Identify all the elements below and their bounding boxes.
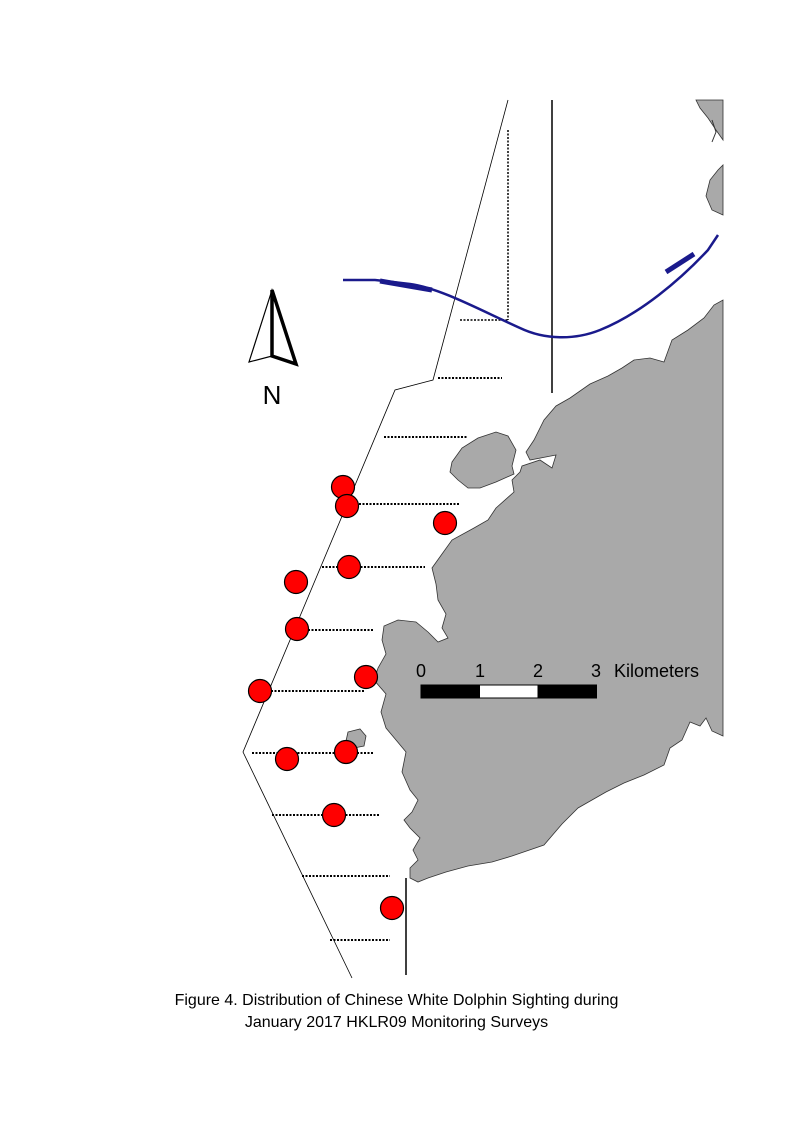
scale-tick-label: 0 [416,661,426,681]
land-peninsula [449,431,517,489]
sighting-marker [379,895,405,921]
land-mainland [373,299,724,883]
sighting-marker [334,493,360,519]
route-line-thick-1 [379,278,433,293]
land-north-east [695,99,724,142]
sighting-marker [333,739,359,765]
sighting-marker [321,802,347,828]
scale-segment [420,684,480,699]
north-arrow-shadow [270,289,299,367]
dolphin-sightings [247,474,458,921]
figure-caption-line1: Figure 4. Distribution of Chinese White … [174,992,619,1009]
figure-caption-line2: January 2017 HKLR09 Monitoring Surveys [244,1014,549,1031]
sighting-marker [247,678,273,704]
coast-fragment [711,119,717,143]
scale-bar: 0 1 2 3 Kilometers [416,661,699,699]
sighting-marker [353,664,379,690]
scale-tick-label: 1 [475,661,485,681]
survey-area-boundary [242,99,509,979]
sighting-marker [283,569,309,595]
sighting-marker [432,510,458,536]
scale-tick-label: 3 [591,661,601,681]
sighting-marker [284,616,310,642]
north-label: N [263,380,282,410]
land-north-east-2 [705,164,724,216]
route-line [343,234,720,339]
route-line-thick-2 [664,251,696,275]
scale-tick-label: 2 [533,661,543,681]
scale-segment [479,684,539,699]
scale-unit-label: Kilometers [614,661,699,681]
sighting-marker [336,554,362,580]
north-arrow: N [248,288,299,410]
scale-segment [537,684,597,699]
sighting-marker [274,746,300,772]
